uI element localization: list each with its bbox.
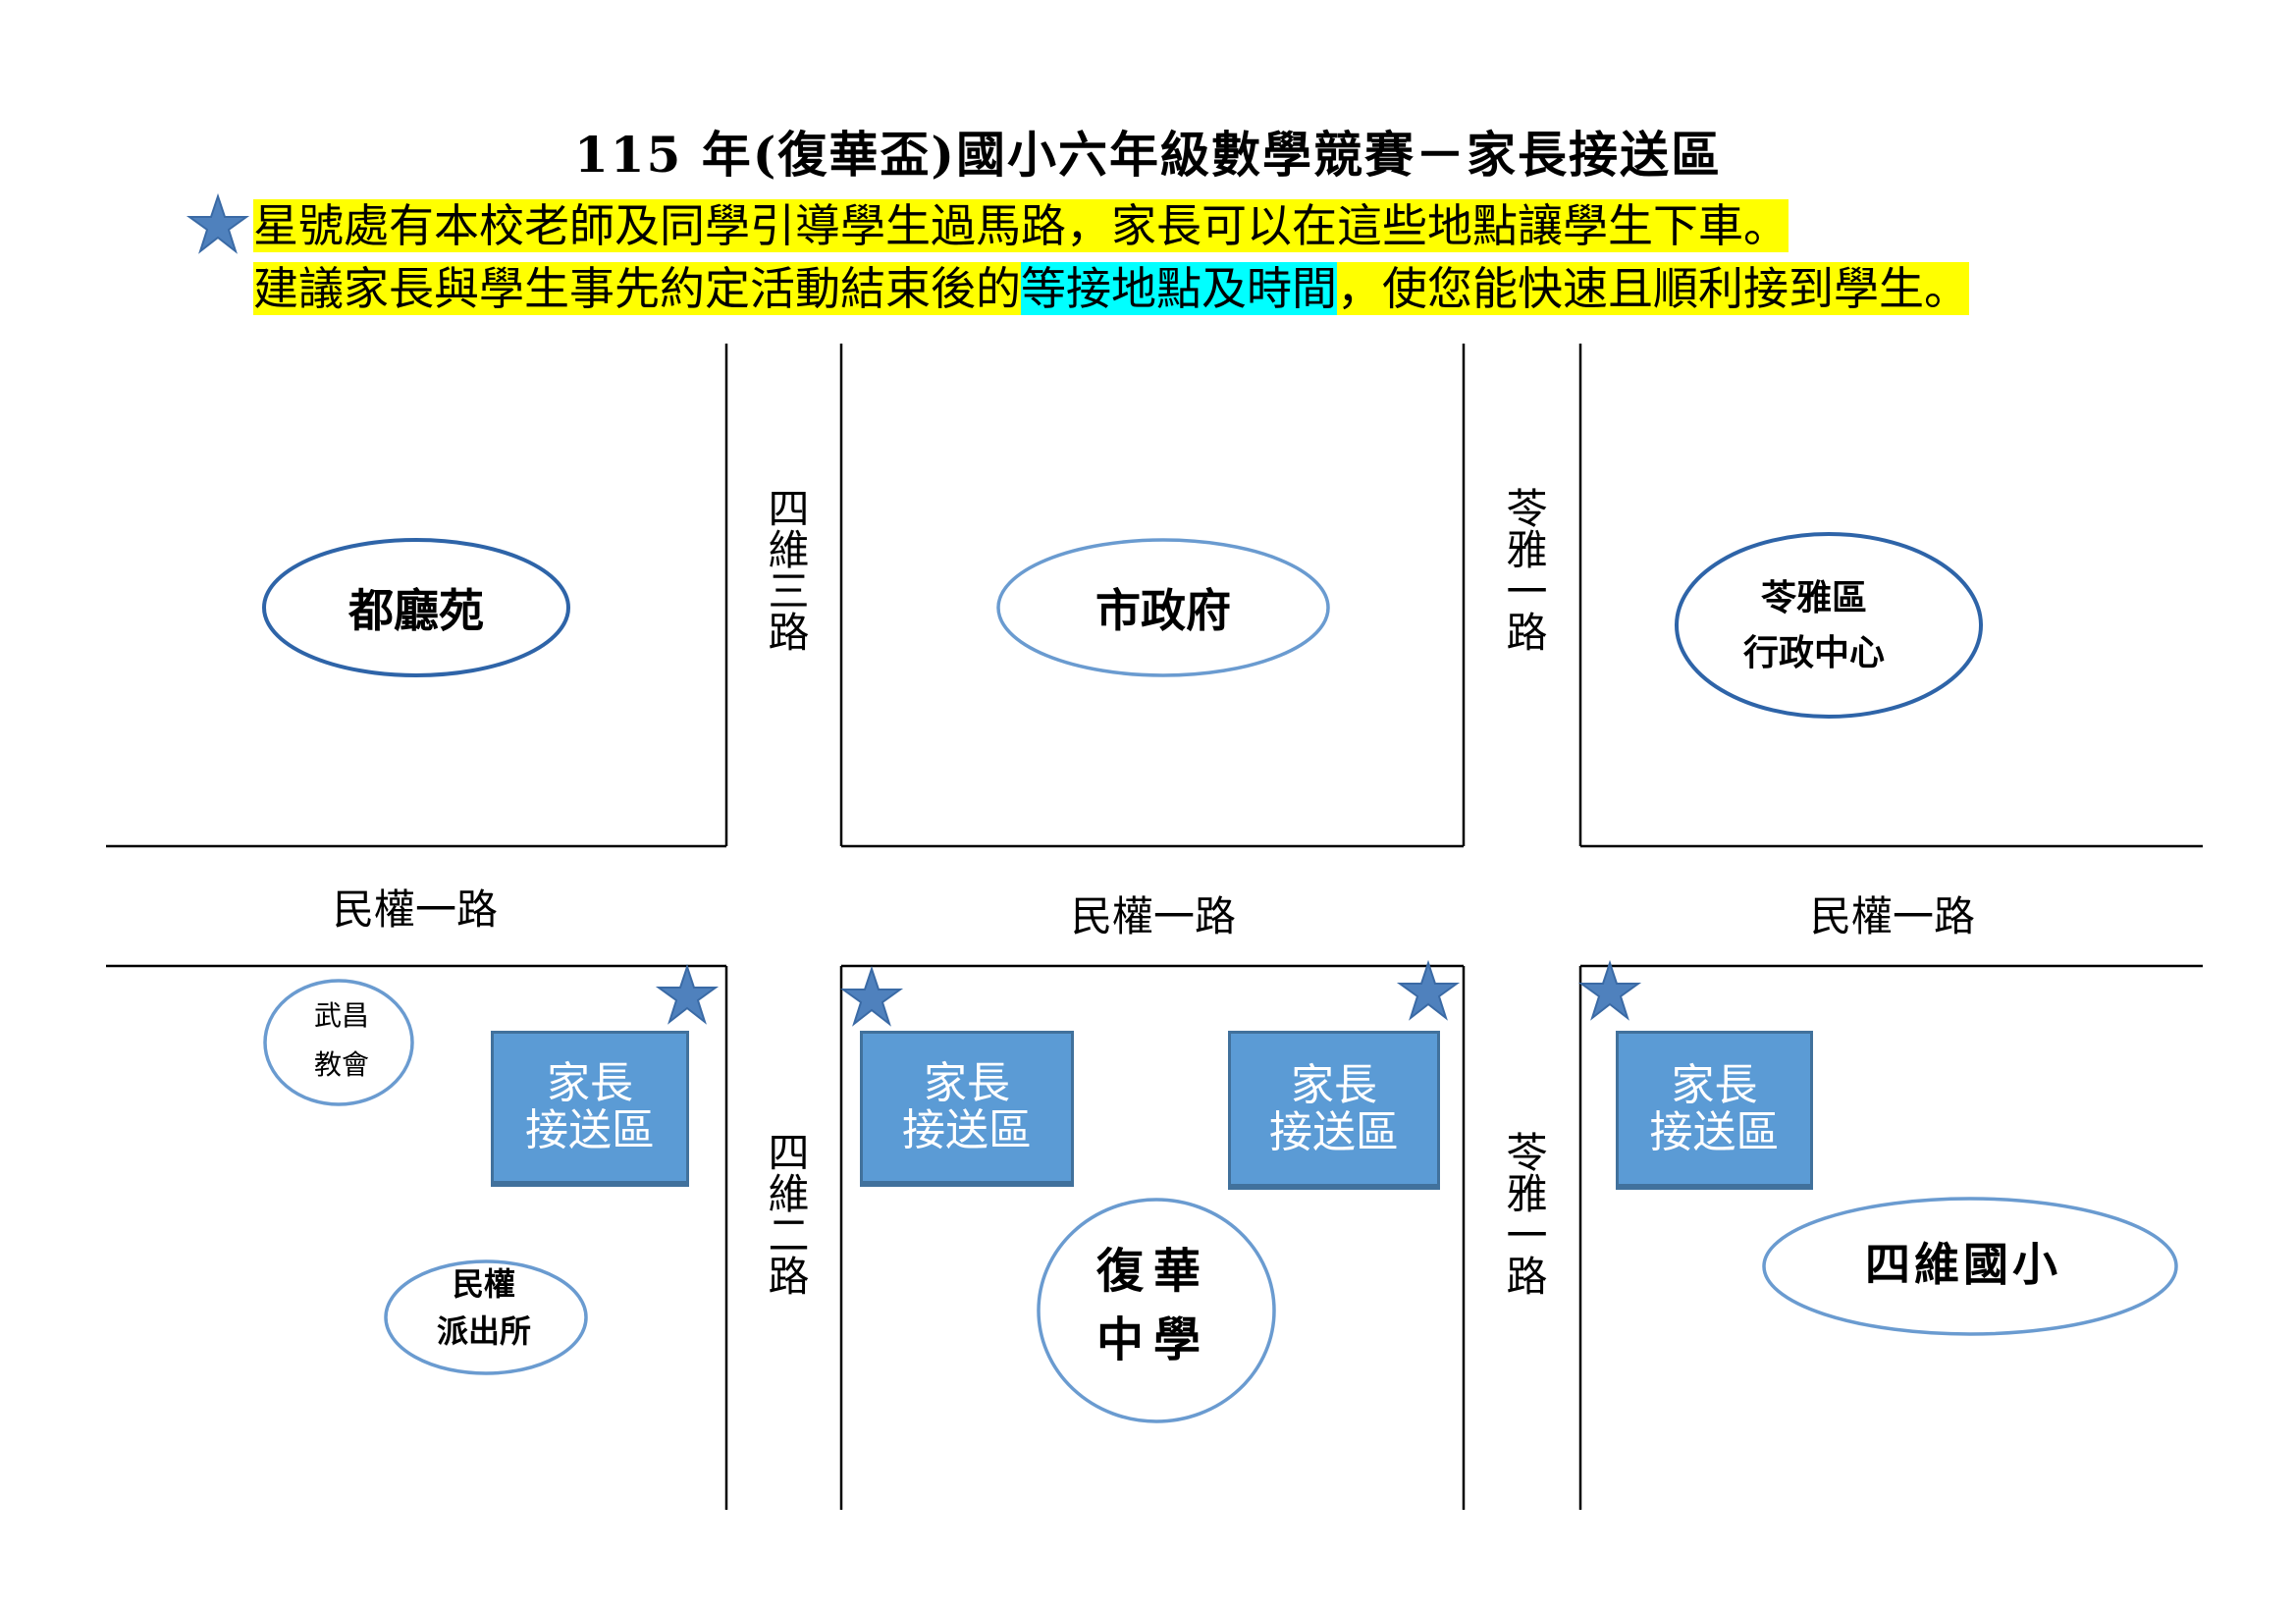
landmark-lingya-office: 苓雅區行政中心 [1743, 570, 1885, 680]
star-icon [842, 968, 901, 1025]
lingya-office-ellipse [1675, 532, 1983, 719]
landmark-dutingyuan: 都廳苑 [348, 584, 484, 637]
pickup-label: 家長 [924, 1058, 1010, 1108]
landmark-wuchang-church: 武昌教會 [314, 991, 369, 1090]
pickup-zone: 家長接送區 [860, 1031, 1074, 1187]
star-icon [658, 966, 717, 1023]
star-icon [188, 195, 247, 252]
road-label-lingya-1: 苓雅一路 [1500, 1131, 1548, 1296]
notice-highlight: 等接地點及時間 [1021, 262, 1337, 315]
label-line: 中學 [1095, 1312, 1211, 1367]
pickup-label: 接送區 [902, 1105, 1032, 1155]
road-label-minquan: 民權一路 [332, 885, 499, 934]
pickup-zone: 家長接送區 [491, 1031, 689, 1187]
label-line: 民權 [452, 1265, 516, 1303]
fuhua-school-ellipse [1037, 1198, 1276, 1423]
landmark-city-hall: 市政府 [1095, 584, 1231, 637]
landmark-fuhua-school: 復華中學 [1096, 1237, 1210, 1374]
notice-line-2: 建議家長與學生事先約定活動結束後的等接地點及時間，使您能快速且順利接到學生。 [253, 262, 1969, 316]
label-line: 復華 [1095, 1244, 1211, 1299]
city-hall-ellipse [996, 538, 1330, 677]
landmark-siwei-elementary: 四維國小 [1865, 1238, 2061, 1291]
star-icon [1580, 962, 1639, 1019]
notice-text: 星號處有本校老師及同學引導學生過馬路，家長可以在這些地點讓學生下車。 [253, 199, 1789, 252]
pickup-zone: 家長接送區 [1616, 1031, 1813, 1190]
road-label-minquan: 民權一路 [1809, 892, 1976, 940]
pickup-label: 家長 [1671, 1059, 1758, 1110]
pickup-zone: 家長接送區 [1228, 1031, 1440, 1190]
road-label-minquan: 民權一路 [1070, 892, 1237, 940]
label-line: 教會 [313, 1048, 370, 1081]
pickup-label: 家長 [1291, 1059, 1377, 1110]
landmark-police-station: 民權派出所 [437, 1260, 531, 1355]
notice-text: 建議家長與學生事先約定活動結束後的 [253, 262, 1021, 315]
label-line: 武昌 [313, 999, 370, 1032]
pickup-label: 接送區 [1269, 1106, 1399, 1157]
road-label-lingya-1: 苓雅一路 [1500, 487, 1548, 652]
road-label-siwei-2: 四維二路 [762, 1131, 810, 1296]
notice-line-1: 星號處有本校老師及同學引導學生過馬路，家長可以在這些地點讓學生下車。 [253, 199, 1789, 253]
wuchang-church-ellipse [263, 979, 414, 1106]
pickup-label: 家長 [547, 1058, 633, 1108]
notice-text: ，使您能快速且順利接到學生。 [1337, 262, 1969, 315]
pickup-label: 接送區 [525, 1105, 655, 1155]
police-station-ellipse [384, 1259, 588, 1375]
siwei-elementary-ellipse [1762, 1197, 2178, 1336]
dutingyuan-ellipse [262, 538, 570, 677]
road-label-siwei-3: 四維三路 [762, 487, 810, 652]
page-title: 115 年(復華盃)國小六年級數學競賽－家長接送區 [573, 126, 1723, 184]
label-line: 苓雅區 [1760, 577, 1868, 618]
label-line: 派出所 [436, 1312, 532, 1350]
pickup-label: 接送區 [1649, 1106, 1780, 1157]
star-icon [1399, 962, 1458, 1019]
label-line: 行政中心 [1742, 632, 1886, 673]
